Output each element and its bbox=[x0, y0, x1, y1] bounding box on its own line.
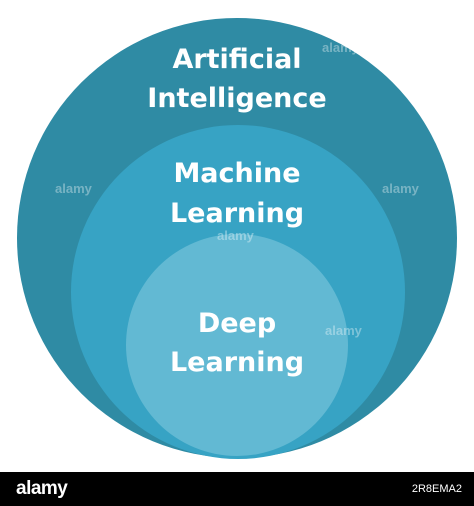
watermark: alamy bbox=[55, 181, 93, 196]
dl-circle bbox=[126, 234, 348, 456]
watermark: alamy bbox=[322, 40, 360, 55]
watermark: alamy bbox=[325, 323, 363, 338]
stock-footer-bar: alamy 2R8EMA2 bbox=[0, 472, 474, 506]
ml-label-line2: Learning bbox=[170, 198, 304, 229]
ml-label-line1: Machine bbox=[173, 158, 300, 189]
dl-label-line2: Learning bbox=[170, 347, 304, 378]
dl-label-line1: Deep bbox=[198, 308, 276, 339]
watermark: alamy bbox=[382, 181, 420, 196]
venn-diagram: alamy alamy alamy alamy alamy Artificial… bbox=[17, 18, 457, 459]
alamy-logo: alamy bbox=[16, 478, 68, 499]
ai-label-line2: Intelligence bbox=[147, 83, 326, 114]
image-id: 2R8EMA2 bbox=[411, 483, 462, 495]
ai-label-line1: Artificial bbox=[172, 44, 301, 75]
watermark: alamy bbox=[217, 228, 255, 243]
watermark-layer: alamy alamy alamy alamy alamy bbox=[55, 40, 420, 338]
